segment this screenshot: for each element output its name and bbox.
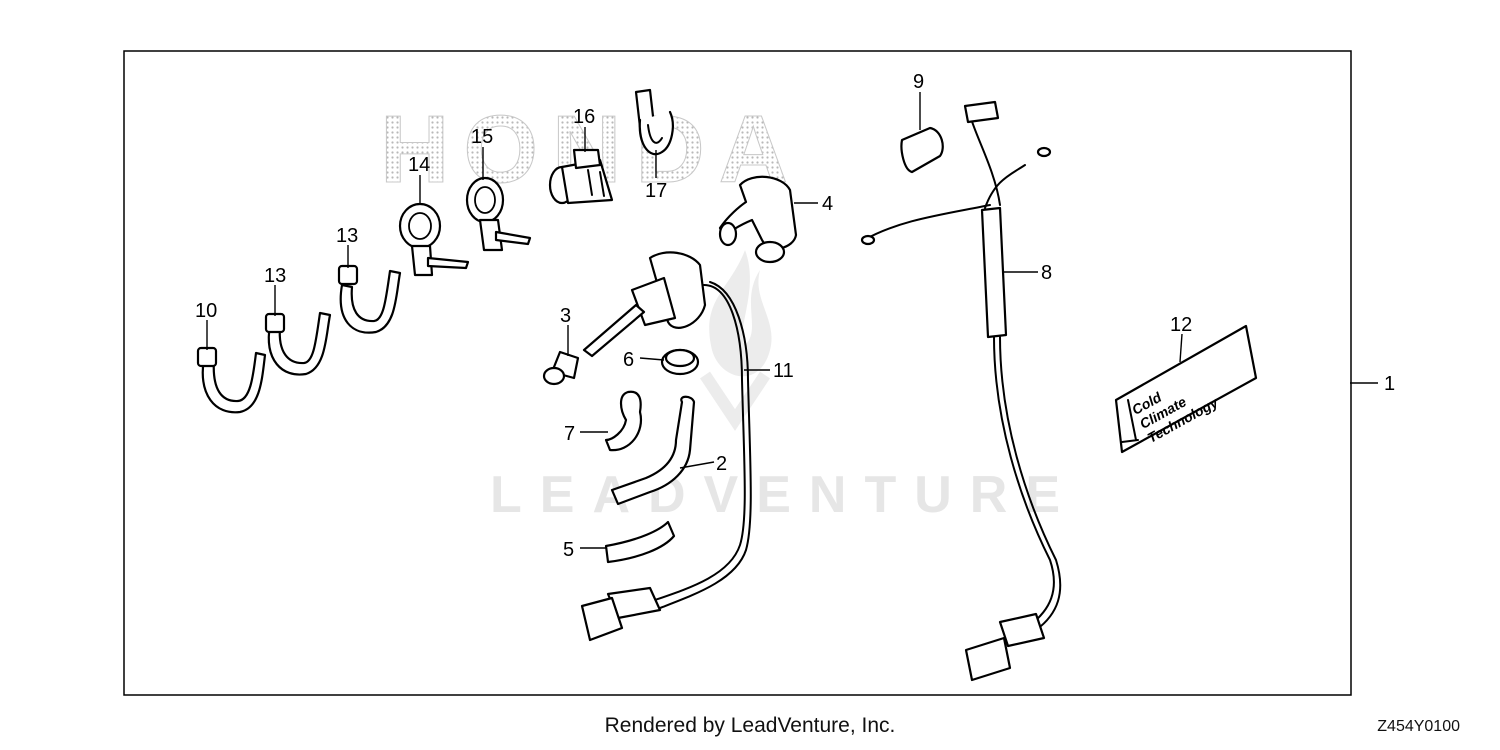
diagram-code: Z454Y0100 bbox=[1377, 718, 1460, 735]
callout-7: 7 bbox=[564, 423, 575, 445]
diagram-frame bbox=[123, 50, 1352, 696]
flame-watermark bbox=[709, 250, 772, 377]
callout-9: 9 bbox=[913, 71, 924, 93]
part-3-heater-probe[interactable] bbox=[542, 251, 707, 386]
callout-12: 12 bbox=[1170, 314, 1192, 336]
leader-lines bbox=[206, 92, 1378, 549]
part-7-hose[interactable] bbox=[604, 390, 643, 452]
callout-11: 11 bbox=[773, 360, 794, 382]
part-16-clip[interactable] bbox=[548, 148, 614, 205]
leadventure-watermark: LEADVENTURE bbox=[490, 466, 1078, 524]
part-5-hose[interactable] bbox=[604, 520, 676, 564]
thermometer-icon bbox=[1121, 399, 1139, 443]
footer-credit: Rendered by LeadVenture, Inc. bbox=[604, 714, 896, 737]
part-4-elbow-fitting[interactable] bbox=[718, 175, 798, 264]
callout-15: 15 bbox=[471, 126, 493, 148]
callout-8: 8 bbox=[1041, 262, 1052, 284]
part-15-clamp[interactable] bbox=[465, 176, 532, 252]
callout-6: 6 bbox=[623, 349, 634, 371]
callout-17: 17 bbox=[645, 180, 667, 202]
part-13-cable-tie-a[interactable] bbox=[264, 311, 332, 376]
v-watermark bbox=[700, 371, 770, 431]
callout-5: 5 bbox=[563, 539, 574, 561]
callout-13a: 13 bbox=[264, 265, 286, 287]
callout-13b: 13 bbox=[336, 225, 358, 247]
part-17-clip[interactable] bbox=[634, 88, 674, 156]
callout-1: 1 bbox=[1384, 373, 1395, 395]
part-10-cable-tie[interactable] bbox=[196, 346, 267, 414]
part-14-clamp[interactable] bbox=[398, 202, 470, 277]
callout-14: 14 bbox=[408, 154, 430, 176]
callout-2: 2 bbox=[716, 453, 727, 475]
part-13-cable-tie-b[interactable] bbox=[337, 264, 402, 334]
part-12-label-plate[interactable]: Cold Climate Technology bbox=[1114, 324, 1258, 454]
part-8-heater-harness[interactable] bbox=[860, 100, 1062, 682]
callout-16: 16 bbox=[573, 106, 595, 128]
part-11-wire-harness[interactable] bbox=[580, 281, 752, 642]
part-2-hose[interactable] bbox=[610, 395, 696, 506]
callout-3: 3 bbox=[560, 305, 571, 327]
callout-10: 10 bbox=[195, 300, 217, 322]
callout-4: 4 bbox=[822, 193, 833, 215]
part-6-grommet[interactable] bbox=[660, 348, 700, 376]
part-9-cap[interactable] bbox=[900, 126, 944, 174]
